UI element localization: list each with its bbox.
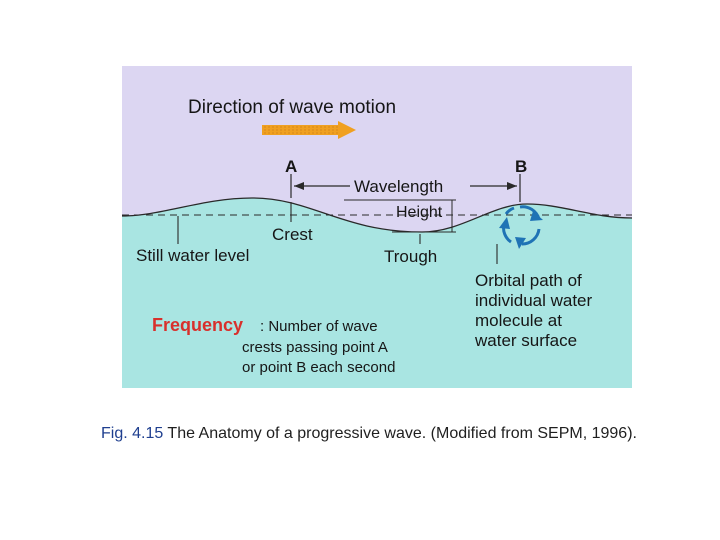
direction-label: Direction of wave motion bbox=[188, 97, 396, 118]
frequency-line-2: crests passing point A bbox=[242, 339, 388, 356]
caption-figure-label: Fig. 4.15 bbox=[101, 425, 164, 442]
water-body bbox=[122, 198, 632, 388]
point-b-label: B bbox=[515, 157, 527, 176]
wavelength-label: Wavelength bbox=[354, 177, 443, 196]
orbital-text: Orbital path of individual water molecul… bbox=[474, 271, 593, 350]
frequency-line-3: or point B each second bbox=[242, 359, 395, 376]
frequency-line-1: : Number of wave bbox=[260, 318, 378, 335]
height-bracket bbox=[344, 199, 456, 233]
direction-arrow-icon bbox=[262, 121, 356, 139]
trough-label: Trough bbox=[384, 247, 437, 266]
crest-label: Crest bbox=[272, 225, 313, 244]
orbital-path-icon bbox=[502, 205, 541, 246]
orbital-line-1: Orbital path of bbox=[475, 271, 582, 290]
height-label: Height bbox=[396, 204, 443, 221]
point-a-label: A bbox=[285, 157, 297, 176]
frequency-text: : Number of wave crests passing point A … bbox=[242, 318, 395, 376]
orbital-arrowheads bbox=[499, 211, 543, 249]
wave-diagram-svg: Direction of wave motion A B Wavelength … bbox=[122, 66, 632, 388]
orbital-line-2: individual water bbox=[475, 291, 593, 310]
caption-text: The Anatomy of a progressive wave. (Modi… bbox=[163, 425, 637, 442]
wave-anatomy-diagram: Direction of wave motion A B Wavelength … bbox=[122, 66, 632, 388]
frequency-word: Frequency bbox=[152, 315, 243, 335]
wavelength-arrow bbox=[294, 182, 517, 190]
still-water-level-label: Still water level bbox=[136, 246, 249, 265]
figure-caption: Fig. 4.15 The Anatomy of a progressive w… bbox=[101, 422, 661, 445]
orbital-line-4: water surface bbox=[474, 331, 577, 350]
orbital-line-3: molecule at bbox=[475, 311, 562, 330]
